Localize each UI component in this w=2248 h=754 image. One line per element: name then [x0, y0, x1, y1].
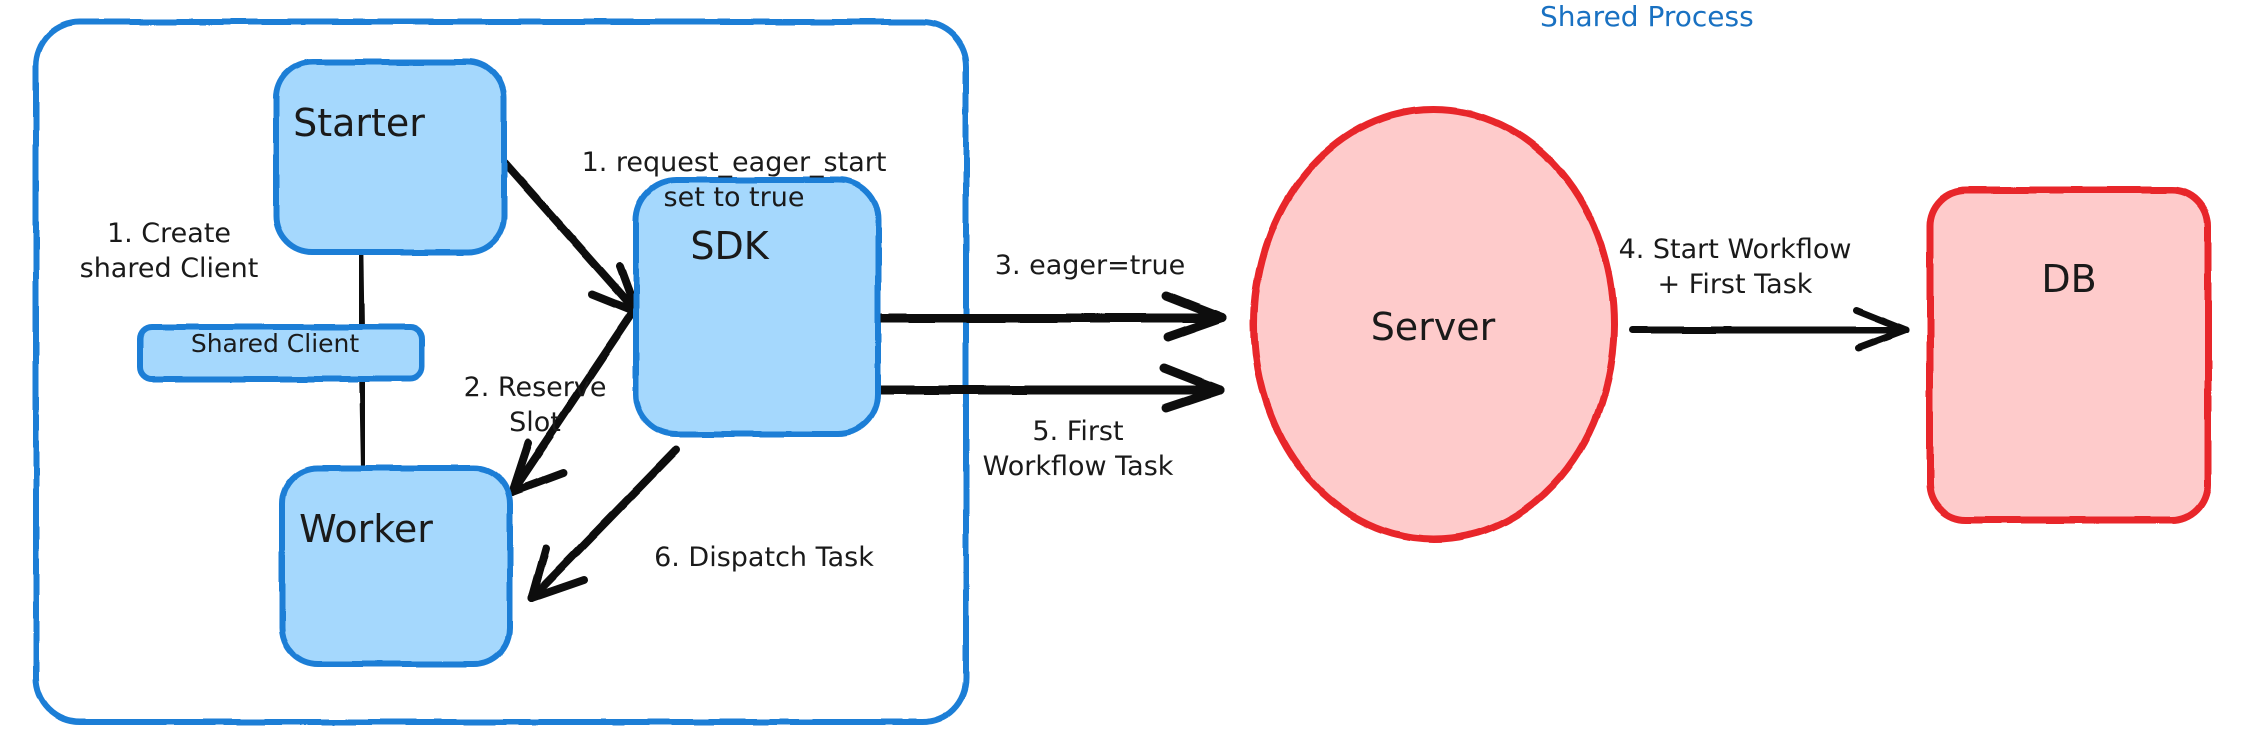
arrow-sdk-to-server-eager — [875, 291, 1227, 342]
shared-process-container — [33, 19, 969, 725]
shared-process-label: Shared Process — [1540, 0, 1754, 33]
sdk-node-shape[interactable] — [633, 177, 881, 437]
edge-label-eager-true: 3. eager=true — [994, 250, 1186, 281]
server-node-shape[interactable] — [1250, 105, 1618, 543]
edge-label-dispatch-task: 6. Dispatch Task — [654, 542, 874, 573]
edge-label-reserve-slot: 2. Reserve Slot — [463, 372, 607, 439]
edge-label-create-shared-client: 1. Create shared Client — [79, 218, 259, 285]
arrow-sdk-to-worker-reserve-slot — [508, 300, 642, 496]
arrow-server-to-db — [1628, 306, 1910, 352]
arrow-sdk-to-worker-dispatch-task — [528, 446, 680, 602]
worker-node-shape[interactable] — [279, 465, 513, 667]
shared-client-node-shape[interactable] — [137, 324, 425, 382]
edge-label-first-workflow-task: 5. First Workflow Task — [982, 416, 1174, 483]
arrow-sdk-to-server-first-workflow-task — [875, 363, 1225, 413]
edge-label-request-eager-start: 1. request_eager_start set to true — [581, 147, 887, 214]
edge-label-start-workflow: 4. Start Workflow + First Task — [1618, 234, 1852, 301]
db-node-shape[interactable] — [1926, 186, 2212, 524]
starter-node-shape[interactable] — [273, 59, 507, 255]
